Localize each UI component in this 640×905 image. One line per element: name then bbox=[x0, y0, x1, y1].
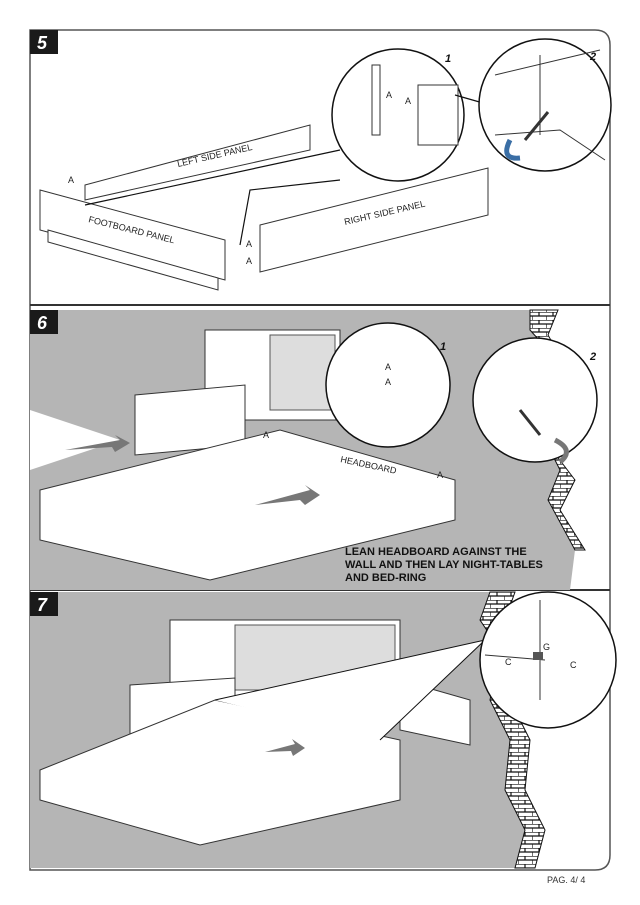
bed-frame bbox=[39, 429, 456, 581]
svg-text:A: A bbox=[385, 362, 391, 372]
detail-number: 1 bbox=[440, 341, 446, 353]
step-5: 5 LEFT SIDE PANEL FOOTBOARD PANEL RIGHT … bbox=[30, 30, 612, 291]
detail-number: 2 bbox=[589, 351, 596, 363]
svg-text:A: A bbox=[68, 175, 74, 185]
instruction-note: AND BED-RING bbox=[345, 572, 426, 584]
direction-arrow-icon bbox=[255, 485, 320, 505]
step-number: 6 bbox=[37, 313, 48, 333]
label-screw: C bbox=[570, 660, 577, 670]
step-badge bbox=[30, 30, 58, 54]
detail-circle-1 bbox=[331, 48, 465, 182]
detail-number: 1 bbox=[445, 53, 451, 65]
screwdriver-icon bbox=[523, 111, 550, 141]
rotate-arrow-icon bbox=[504, 138, 521, 161]
direction-arrow-icon bbox=[265, 739, 305, 756]
step-7: 7 G C C bbox=[30, 591, 617, 869]
footboard-panel bbox=[39, 189, 226, 281]
screwdriver-icon bbox=[518, 409, 542, 436]
label-screw: C bbox=[505, 657, 512, 667]
detail-circle-2 bbox=[478, 38, 612, 172]
detail-circle-2 bbox=[472, 337, 598, 463]
detail-number: 2 bbox=[589, 51, 596, 63]
direction-arrow-icon bbox=[65, 435, 130, 452]
step-number: 7 bbox=[37, 595, 48, 615]
page-number: PAG. 4/ 4 bbox=[547, 875, 586, 885]
svg-text:A: A bbox=[385, 377, 391, 387]
step-badge bbox=[30, 592, 58, 616]
step-6: 6 HEADBOARD A A A A 1 2 LEAN HEADBOARD A… bbox=[30, 309, 598, 590]
svg-text:A: A bbox=[246, 239, 252, 249]
rotate-arrow-icon bbox=[553, 437, 569, 464]
step-badge bbox=[30, 310, 58, 334]
svg-text:A: A bbox=[246, 256, 252, 266]
svg-text:A: A bbox=[405, 96, 411, 106]
detail-circle bbox=[479, 591, 617, 729]
bracket-g bbox=[533, 652, 543, 660]
svg-text:A: A bbox=[263, 430, 269, 440]
instruction-note: LEAN HEADBOARD AGAINST THE bbox=[345, 546, 527, 558]
left-side-panel bbox=[84, 124, 311, 201]
label-bracket: G bbox=[543, 642, 550, 652]
step-number: 5 bbox=[37, 33, 48, 53]
svg-text:A: A bbox=[437, 470, 443, 480]
right-side-panel bbox=[259, 167, 489, 273]
detail-circle-1 bbox=[325, 322, 451, 448]
instruction-note: WALL AND THEN LAY NIGHT-TABLES bbox=[345, 559, 543, 571]
page-frame bbox=[29, 29, 611, 871]
svg-text:A: A bbox=[386, 90, 392, 100]
